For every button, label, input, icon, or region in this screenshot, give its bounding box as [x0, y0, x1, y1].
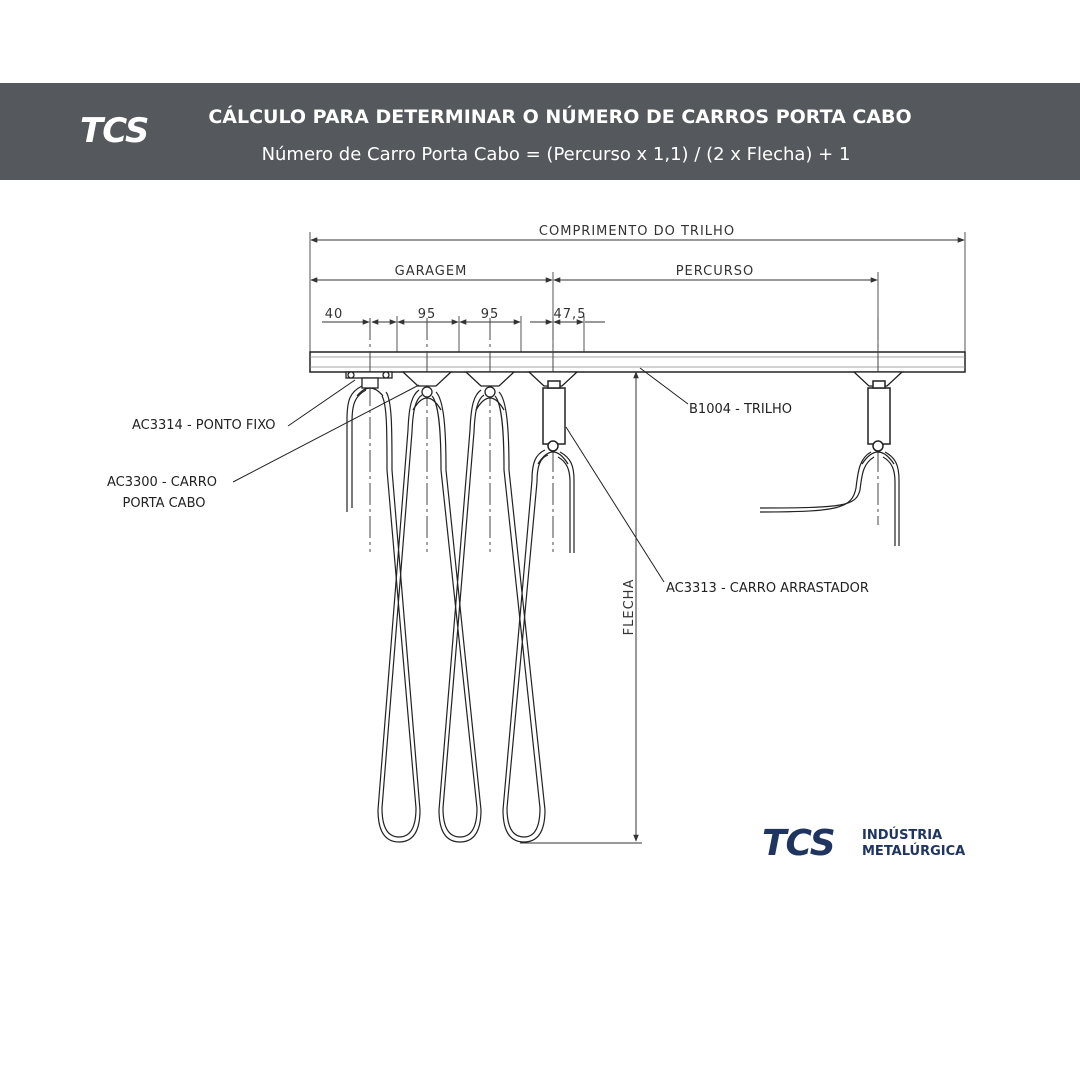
label-carro-line2: PORTA CABO: [122, 496, 205, 511]
label-ponto-fixo: AC3314 - PONTO FIXO: [132, 418, 276, 433]
dim-95-a: 95: [418, 307, 437, 322]
dim-garagem: GARAGEM: [395, 264, 468, 279]
label-arrastador: AC3313 - CARRO ARRASTADOR: [666, 581, 869, 596]
rail: [309, 351, 966, 373]
header-logo: TCS: [80, 111, 149, 151]
fixed-point-clamp: [345, 371, 393, 389]
brand-subtitle: INDÚSTRIA METALÚRGICA: [862, 828, 965, 860]
cable-trolleys: [401, 371, 904, 398]
dim-flecha: FLECHA: [622, 579, 637, 636]
cable-loops: [346, 385, 900, 843]
dim-comprimento: COMPRIMENTO DO TRILHO: [539, 224, 735, 239]
label-carro-line1: AC3300 - CARRO: [107, 475, 217, 490]
dim-47-5: 47,5: [554, 307, 587, 322]
cable-saddles: [356, 387, 895, 465]
header-banner: TCS CÁLCULO PARA DETERMINAR O NÚMERO DE …: [0, 83, 1080, 180]
header-formula: Número de Carro Porta Cabo = (Percurso x…: [261, 144, 851, 165]
header-title: CÁLCULO PARA DETERMINAR O NÚMERO DE CARR…: [208, 106, 912, 128]
dim-95-b: 95: [481, 307, 500, 322]
dimension-lines: [310, 237, 965, 844]
leader-lines: [232, 367, 689, 583]
brand-line1: INDÚSTRIA: [862, 828, 943, 843]
brand-line2: METALÚRGICA: [862, 844, 966, 859]
dim-percurso: PERCURSO: [676, 264, 755, 279]
brand-mark: TCS: [762, 823, 836, 864]
dim-40: 40: [325, 307, 344, 322]
label-trilho: B1004 - TRILHO: [689, 402, 792, 417]
tow-trolleys: [542, 380, 891, 452]
extension-lines: [309, 232, 966, 352]
